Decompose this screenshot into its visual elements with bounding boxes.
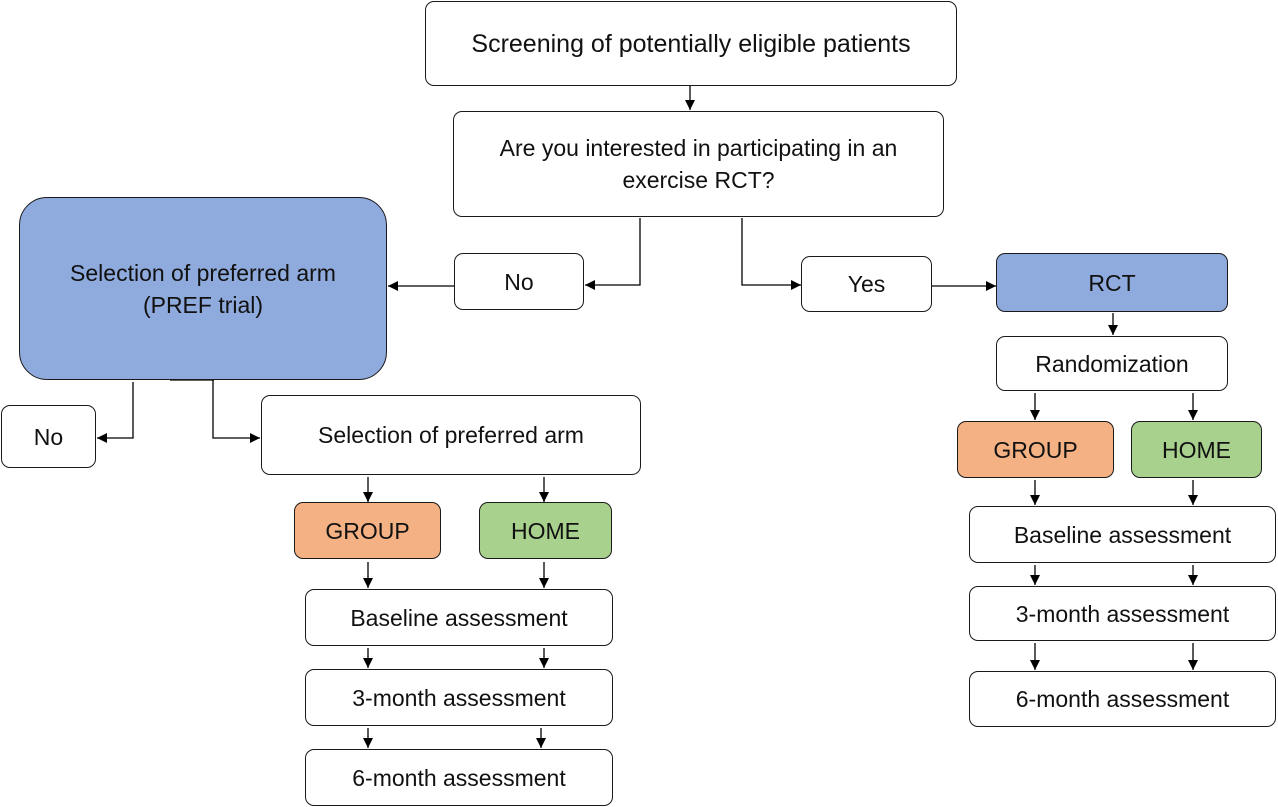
pref-selection-label: Selection of preferred arm [318, 422, 584, 448]
randomization-label: Randomization [1035, 350, 1189, 377]
rct-group-label: GROUP [993, 436, 1078, 463]
rct-baseline-box: Baseline assessment [969, 506, 1276, 563]
interest-question-label: Are you interested in participating in a… [499, 135, 898, 193]
rct-baseline-label: Baseline assessment [1013, 521, 1232, 548]
rct-6month-box: 6-month assessment [969, 671, 1276, 727]
pref-6month-label: 6-month assessment [352, 764, 566, 791]
pref-selection-box: Selection of preferred arm [261, 395, 641, 475]
arrow-pref-trial-to-selection [212, 379, 260, 443]
interest-question-box: Are you interested in participating in a… [453, 111, 944, 217]
pref-3month-box: 3-month assessment [305, 669, 613, 726]
arrow-question-to-yes [741, 218, 801, 290]
pref-home-label: HOME [511, 517, 580, 544]
screening-label: Screening of potentially eligible patien… [471, 29, 911, 58]
rct-home-box: HOME [1131, 421, 1262, 478]
pref-6month-box: 6-month assessment [305, 749, 613, 806]
pref-baseline-box: Baseline assessment [305, 589, 613, 646]
pref-baseline-label: Baseline assessment [350, 604, 568, 631]
rct-group-box: GROUP [957, 421, 1114, 478]
yes-main-box: Yes [801, 256, 932, 312]
pref-3month-label: 3-month assessment [352, 684, 566, 711]
rct-3month-label: 3-month assessment [1015, 600, 1230, 627]
no-main-box: No [454, 253, 584, 310]
pref-group-label: GROUP [325, 517, 410, 544]
pref-group-box: GROUP [294, 502, 441, 559]
rct-6month-label: 6-month assessment [1015, 686, 1230, 712]
screening-box: Screening of potentially eligible patien… [425, 1, 957, 86]
arrow-pref-trial-to-no [97, 382, 134, 443]
arrow-question-to-no [585, 218, 641, 290]
no-pref-box: No [1, 405, 96, 468]
no-pref-label: No [33, 423, 64, 450]
rct-box: RCT [996, 253, 1228, 312]
pref-trial-label: Selection of preferred arm (PREF trial) [70, 259, 336, 318]
yes-main-label: Yes [847, 271, 886, 297]
pref-trial-box: Selection of preferred arm (PREF trial) [19, 197, 387, 380]
pref-home-box: HOME [479, 502, 612, 559]
rct-3month-box: 3-month assessment [969, 586, 1276, 641]
rct-label: RCT [1088, 269, 1136, 296]
no-main-label: No [504, 268, 534, 295]
rct-home-label: HOME [1162, 436, 1231, 463]
randomization-box: Randomization [996, 336, 1228, 391]
